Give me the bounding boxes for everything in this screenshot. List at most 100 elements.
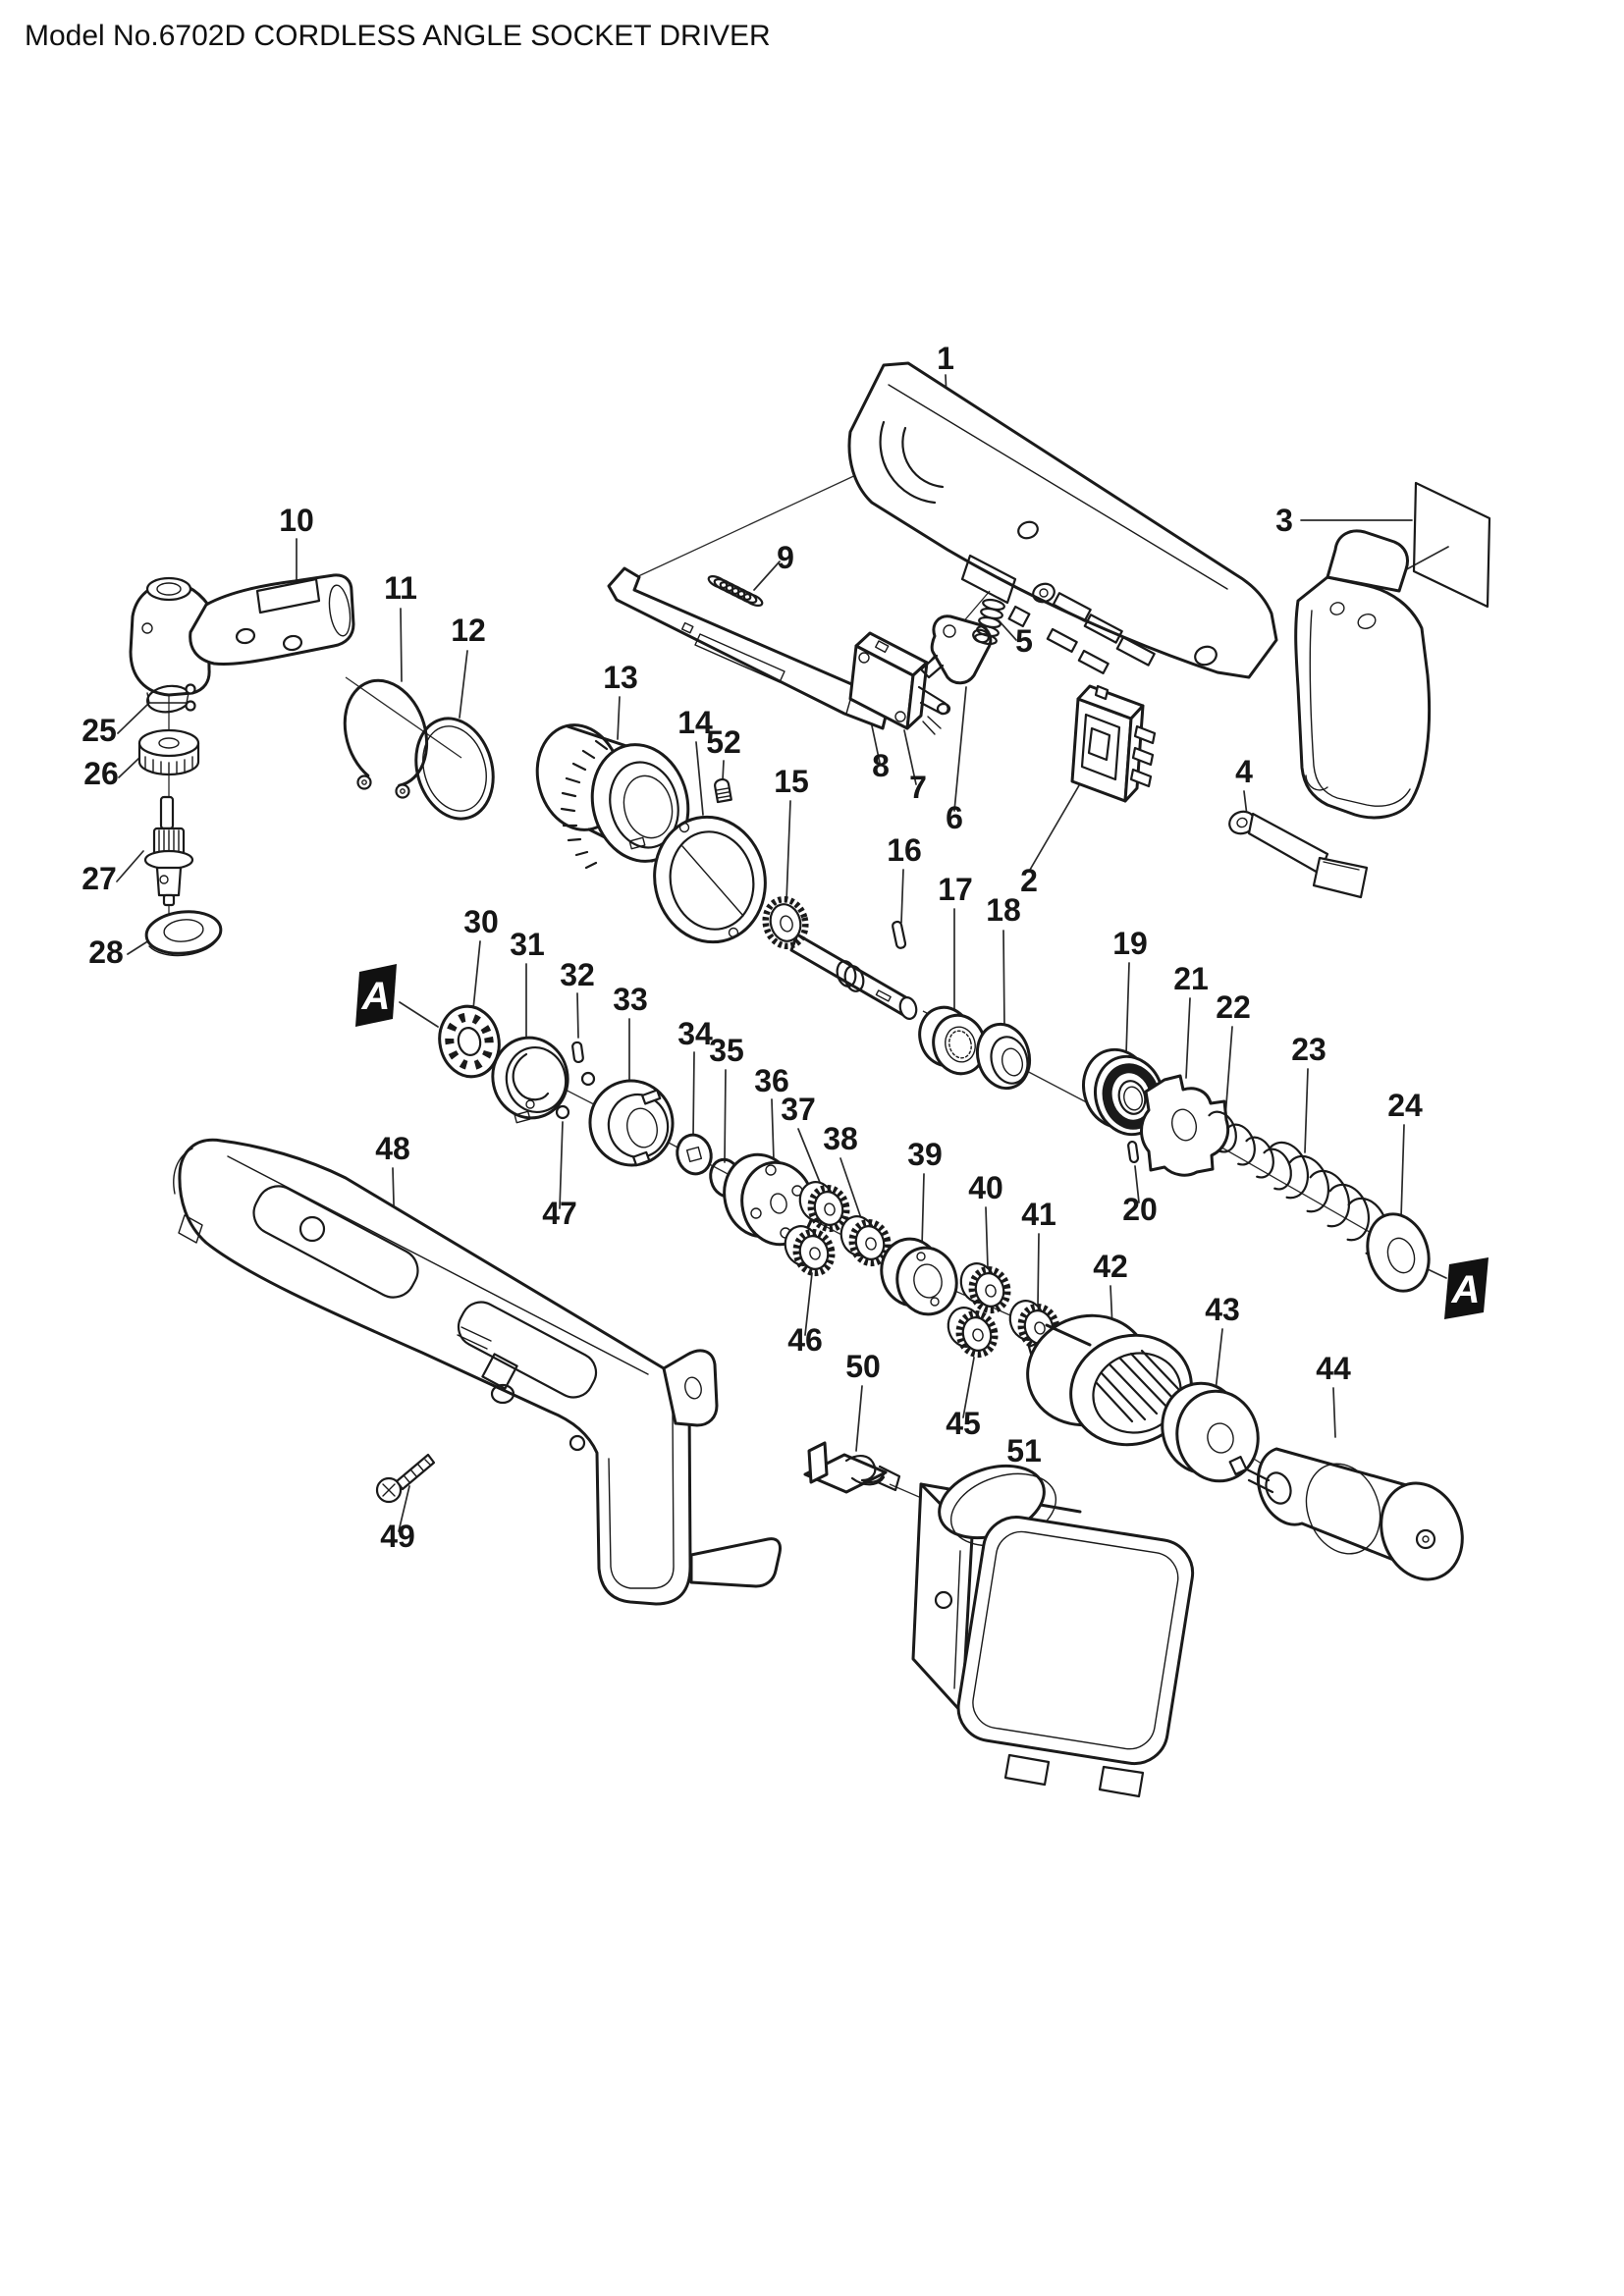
part-5-spring bbox=[974, 598, 1005, 646]
callout-17: 17 bbox=[938, 872, 973, 907]
view-marker-a-right: A bbox=[1444, 1257, 1489, 1319]
part-46-gear bbox=[784, 1225, 836, 1277]
part-16-pin bbox=[892, 920, 907, 949]
view-marker-a-left: A bbox=[355, 964, 397, 1027]
part-7-switch bbox=[848, 631, 951, 735]
part-6-actuator bbox=[919, 614, 993, 685]
callout-48: 48 bbox=[375, 1131, 410, 1166]
callout-1: 1 bbox=[937, 341, 954, 376]
part-51-battery bbox=[911, 1464, 1195, 1798]
part-12-o-ring bbox=[414, 717, 495, 821]
callout-24: 24 bbox=[1387, 1088, 1423, 1123]
part-13-gear-drum bbox=[535, 723, 690, 870]
part-22-wave-springs bbox=[1208, 1110, 1292, 1191]
part-36-carrier bbox=[723, 1152, 815, 1247]
callout-27: 27 bbox=[81, 861, 117, 896]
part-1-upper-housing bbox=[847, 361, 1432, 820]
callout-16: 16 bbox=[887, 832, 922, 868]
callout-9: 9 bbox=[777, 540, 794, 575]
callout-22: 22 bbox=[1216, 989, 1251, 1025]
callout-15: 15 bbox=[774, 764, 809, 799]
part-45-gear bbox=[947, 1307, 999, 1359]
part-37-gear bbox=[798, 1181, 850, 1233]
callout-49: 49 bbox=[380, 1519, 415, 1554]
part-48-lower-housing bbox=[173, 1138, 782, 1606]
callout-21: 21 bbox=[1173, 961, 1209, 996]
part-31-cam-cup bbox=[491, 1036, 569, 1124]
part-39-carrier bbox=[880, 1237, 958, 1316]
callout-18: 18 bbox=[986, 892, 1021, 928]
callout-42: 42 bbox=[1093, 1249, 1128, 1284]
callout-34: 34 bbox=[677, 1016, 713, 1051]
part-4-leaf-spring bbox=[1228, 810, 1369, 899]
callout-6: 6 bbox=[946, 800, 963, 835]
part-52-set-screw bbox=[714, 777, 732, 804]
callout-23: 23 bbox=[1291, 1032, 1326, 1067]
callout-8: 8 bbox=[872, 748, 890, 783]
page-title: Model No.6702D CORDLESS ANGLE SOCKET DRI… bbox=[25, 20, 771, 52]
part-15-shaft bbox=[762, 895, 918, 1020]
part-24-washer bbox=[1366, 1212, 1431, 1293]
part-14-clutch-ring bbox=[653, 815, 767, 944]
callout-13: 13 bbox=[603, 660, 638, 695]
callout-31: 31 bbox=[510, 927, 545, 962]
callout-28: 28 bbox=[88, 934, 124, 970]
callout-32: 32 bbox=[560, 957, 595, 992]
callout-38: 38 bbox=[823, 1121, 858, 1156]
part-28-grooved-ring bbox=[144, 910, 223, 957]
part-47-steel-balls bbox=[555, 1071, 596, 1120]
part-42-ring-gear bbox=[1026, 1313, 1193, 1447]
callout-7: 7 bbox=[909, 770, 927, 805]
part-30-ratchet-washer bbox=[438, 1004, 501, 1079]
callout-14: 14 bbox=[677, 705, 713, 740]
part-34-square-washer bbox=[676, 1133, 713, 1176]
callout-41: 41 bbox=[1021, 1197, 1056, 1232]
part-26-knob bbox=[137, 728, 200, 776]
part-38-gear bbox=[839, 1215, 892, 1267]
part-27-spindle bbox=[143, 795, 194, 907]
callout-11: 11 bbox=[384, 570, 417, 606]
callout-51: 51 bbox=[1006, 1433, 1042, 1468]
part-25-retaining-ring bbox=[146, 683, 196, 714]
part-11-retaining-ring bbox=[343, 678, 429, 799]
part-9-spring bbox=[707, 575, 764, 607]
part-40-gear bbox=[959, 1262, 1011, 1314]
callout-37: 37 bbox=[781, 1092, 816, 1127]
callout-10: 10 bbox=[279, 503, 314, 538]
part-49-screw bbox=[375, 1453, 436, 1504]
callout-4: 4 bbox=[1235, 754, 1253, 789]
callout-46: 46 bbox=[787, 1322, 823, 1358]
part-20-pin bbox=[1127, 1140, 1140, 1164]
part-32-pin bbox=[571, 1041, 584, 1064]
part-18-bushing bbox=[975, 1022, 1032, 1091]
callout-2: 2 bbox=[1020, 863, 1038, 898]
callout-44: 44 bbox=[1316, 1351, 1351, 1386]
callout-36: 36 bbox=[754, 1063, 789, 1098]
view-marker-a-left-label: A bbox=[361, 975, 391, 1018]
callout-12: 12 bbox=[451, 613, 486, 648]
callout-43: 43 bbox=[1205, 1292, 1240, 1327]
callout-26: 26 bbox=[83, 756, 119, 791]
callout-5: 5 bbox=[1015, 623, 1033, 659]
callout-19: 19 bbox=[1112, 926, 1148, 961]
part-2-switch bbox=[1070, 684, 1157, 803]
callout-50: 50 bbox=[845, 1349, 881, 1384]
part-44-motor bbox=[1228, 1447, 1464, 1581]
callout-30: 30 bbox=[463, 904, 499, 939]
callout-3: 3 bbox=[1275, 503, 1293, 538]
part-10-angle-head bbox=[129, 573, 355, 704]
part-33-clutch-drum bbox=[588, 1079, 675, 1167]
callout-25: 25 bbox=[81, 713, 117, 748]
part-17-needle-bearing bbox=[918, 1005, 987, 1076]
part-3-name-plate bbox=[1412, 481, 1491, 609]
view-marker-a-right-label: A bbox=[1451, 1268, 1481, 1311]
callout-numbers: 1 2 3 4 5 6 7 8 9 10 11 12 13 14 15 16 1… bbox=[81, 341, 1423, 1554]
callout-47: 47 bbox=[542, 1196, 577, 1231]
callout-33: 33 bbox=[613, 982, 648, 1017]
callout-35: 35 bbox=[709, 1033, 744, 1068]
callout-52: 52 bbox=[706, 724, 741, 760]
callout-39: 39 bbox=[907, 1137, 943, 1172]
part-50-terminal bbox=[803, 1441, 901, 1494]
